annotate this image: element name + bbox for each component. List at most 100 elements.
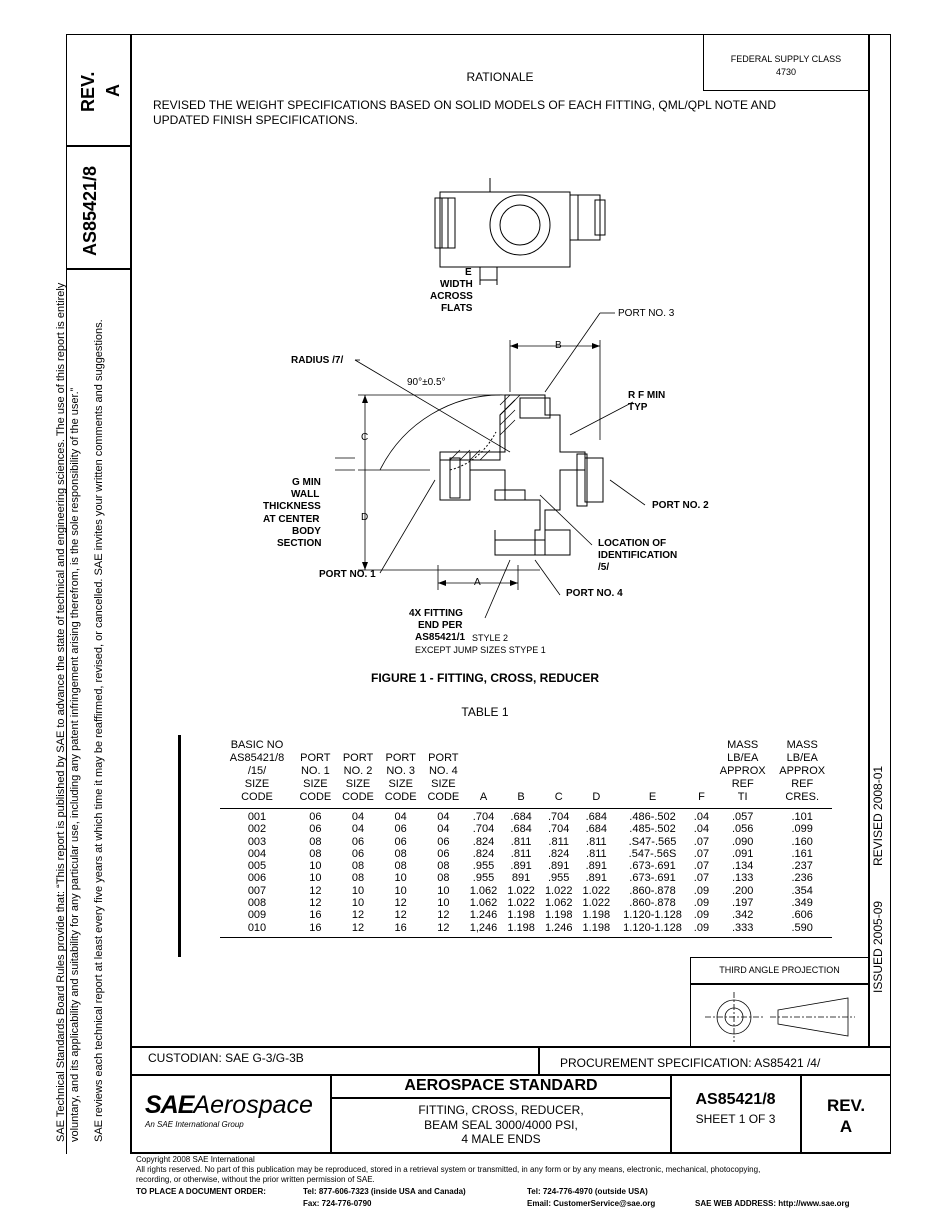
title-desc-2: BEAM SEAL 3000/4000 PSI, xyxy=(424,1118,578,1132)
label-gmin-wall: WALL xyxy=(291,489,320,500)
table-cell: .684 xyxy=(510,823,532,836)
table-cell: 06 xyxy=(394,823,407,836)
rights-notice: All rights reserved. No part of this pub… xyxy=(136,1165,761,1174)
table-cell: .891 xyxy=(585,860,608,873)
table-cell: .160 xyxy=(791,835,813,848)
side-notice-line1: SAE Technical Standards Board Rules prov… xyxy=(55,282,67,1142)
table-cell: .590 xyxy=(772,921,832,938)
table-cell: 10 xyxy=(437,884,450,897)
titleblock-top-line xyxy=(130,1046,891,1048)
table-cell: 891 xyxy=(511,872,531,885)
table-cell: 005 xyxy=(247,860,267,873)
fsc-number: 4730 xyxy=(775,67,797,77)
table-cell: .673-.691 xyxy=(629,860,676,873)
label-e-flats: FLATS xyxy=(441,303,473,314)
label-dim-a: A xyxy=(474,577,481,588)
titleblock-mid-line xyxy=(130,1074,891,1076)
table-cell: .606 xyxy=(791,909,813,922)
table-cell: .09 xyxy=(693,884,710,897)
table-cell: 1.022 xyxy=(582,884,611,897)
label-port-1: PORT NO. 1 xyxy=(319,569,376,580)
table-cell: 16 xyxy=(294,921,337,938)
table-cell: 08 xyxy=(437,872,450,885)
table-cell: .133 xyxy=(731,872,754,885)
table-cell: .547-.56S xyxy=(628,847,677,860)
table-cell: 10 xyxy=(394,872,407,885)
table-cell: 004 xyxy=(247,847,267,860)
table-cell: 1.022 xyxy=(507,884,535,897)
side-rev-label: REV. xyxy=(78,71,98,112)
label-port-3: PORT NO. 3 xyxy=(618,308,675,319)
federal-supply-box xyxy=(703,34,869,91)
label-location: LOCATION OF xyxy=(598,538,667,549)
rev-box-divider xyxy=(66,145,131,147)
table-cell: 10 xyxy=(351,884,365,897)
table-cell: .161 xyxy=(791,847,813,860)
table-title: TABLE 1 xyxy=(461,705,509,719)
table-cell: 1.022 xyxy=(544,884,573,897)
col-c: C xyxy=(539,739,578,809)
table-cell: .704 xyxy=(472,823,495,836)
table-cell: 008 xyxy=(247,897,267,910)
table-cell: .811 xyxy=(510,835,532,848)
label-gmin-center: AT CENTER xyxy=(263,514,320,525)
table-cell: 1,246 xyxy=(464,921,503,938)
table-cell: .237 xyxy=(791,860,813,873)
table-cell: 1.120-1.128 xyxy=(623,909,682,922)
table-cell: .S47-.565 xyxy=(628,835,677,848)
table-cell: 10 xyxy=(437,897,450,910)
table-cell: .811 xyxy=(548,835,569,848)
table-cell: 08 xyxy=(394,860,407,873)
label-as85421-1: AS85421/1 xyxy=(415,632,466,643)
table-cell: 006 xyxy=(247,872,267,885)
table-cell: 06 xyxy=(437,835,450,848)
label-port-4: PORT NO. 4 xyxy=(566,588,623,599)
label-e-width: WIDTH xyxy=(440,279,473,290)
col-f: F xyxy=(689,739,713,809)
top-view xyxy=(434,178,606,285)
rev-divider xyxy=(800,1074,802,1153)
table-cell: 1.120-1.128 xyxy=(615,921,690,938)
table-cell: 10 xyxy=(309,860,322,873)
label-e: E xyxy=(465,267,472,278)
table-cell: 16 xyxy=(379,921,423,938)
table-cell: 1.022 xyxy=(507,897,535,910)
table-cell: 06 xyxy=(309,811,322,823)
table-cell: .684 xyxy=(510,811,532,823)
table-cell: 06 xyxy=(351,835,365,848)
table-cell: 06 xyxy=(309,823,322,836)
label-dim-d: D xyxy=(361,512,369,523)
table-cell: .673-.691 xyxy=(629,872,676,885)
table-cell: 1.198 xyxy=(577,921,616,938)
table-cell: .704 xyxy=(472,811,495,823)
table-cell: .09 xyxy=(693,897,710,910)
table-cell: .134 xyxy=(731,860,754,873)
side-notice-line2: voluntary, and its applicability and sui… xyxy=(69,387,81,1142)
label-dim-b: B xyxy=(555,340,562,351)
label-end-per: END PER xyxy=(418,620,463,631)
table-cell: 12 xyxy=(309,897,322,910)
label-style-2: STYLE 2 xyxy=(472,633,509,643)
fitting-drawing xyxy=(335,178,646,619)
table-cell: 16 xyxy=(309,909,322,922)
tel-outside: Tel: 724-776-4970 (outside USA) xyxy=(527,1187,648,1196)
title-rev-label: REV. xyxy=(826,1096,866,1115)
label-rf-typ: TYP xyxy=(628,402,648,413)
table-cell: 04 xyxy=(351,811,365,823)
table-cell: 1.062 xyxy=(469,884,498,897)
table-cell: 12 xyxy=(351,909,365,922)
revision-bar xyxy=(178,735,181,957)
rationale-text: REVISED THE WEIGHT SPECIFICATIONS BASED … xyxy=(153,98,776,127)
table-cell: 12 xyxy=(309,884,322,897)
table-cell: .860-.878 xyxy=(629,897,676,910)
table-cell: .704 xyxy=(548,811,570,823)
table-cell: .684 xyxy=(585,823,608,836)
